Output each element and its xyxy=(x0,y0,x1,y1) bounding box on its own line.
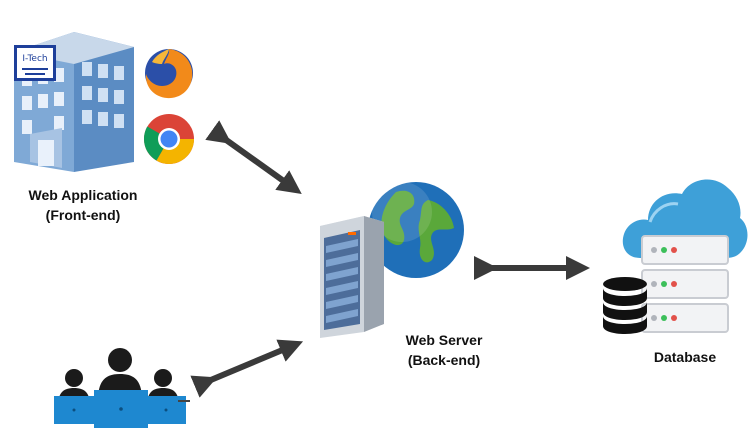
web-application-title: Web Application xyxy=(28,187,138,203)
logo-text: I-Tech xyxy=(22,54,48,64)
building-icon xyxy=(14,32,134,172)
globe-icon xyxy=(368,182,464,278)
front-end-subtitle: (Front-end) xyxy=(45,207,121,224)
database-stack-icon xyxy=(603,277,647,334)
logo-badge: I-Tech xyxy=(14,45,56,81)
users-group-icon xyxy=(54,348,190,428)
database-title: Database xyxy=(653,349,717,365)
web-server-title: Web Server xyxy=(405,332,483,348)
back-end-subtitle: (Back-end) xyxy=(407,352,481,369)
server-tower-icon xyxy=(320,216,384,338)
web-application-label: Web Application (Front-end) xyxy=(8,185,158,226)
arrow-users-server xyxy=(190,339,304,398)
arrow-frontend-server xyxy=(205,120,302,194)
web-server-label: Web Server (Back-end) xyxy=(384,330,504,371)
chrome-icon xyxy=(143,114,194,164)
firefox-icon xyxy=(145,49,193,99)
database-label: Database xyxy=(640,347,730,367)
server-rack-icon xyxy=(641,235,729,333)
